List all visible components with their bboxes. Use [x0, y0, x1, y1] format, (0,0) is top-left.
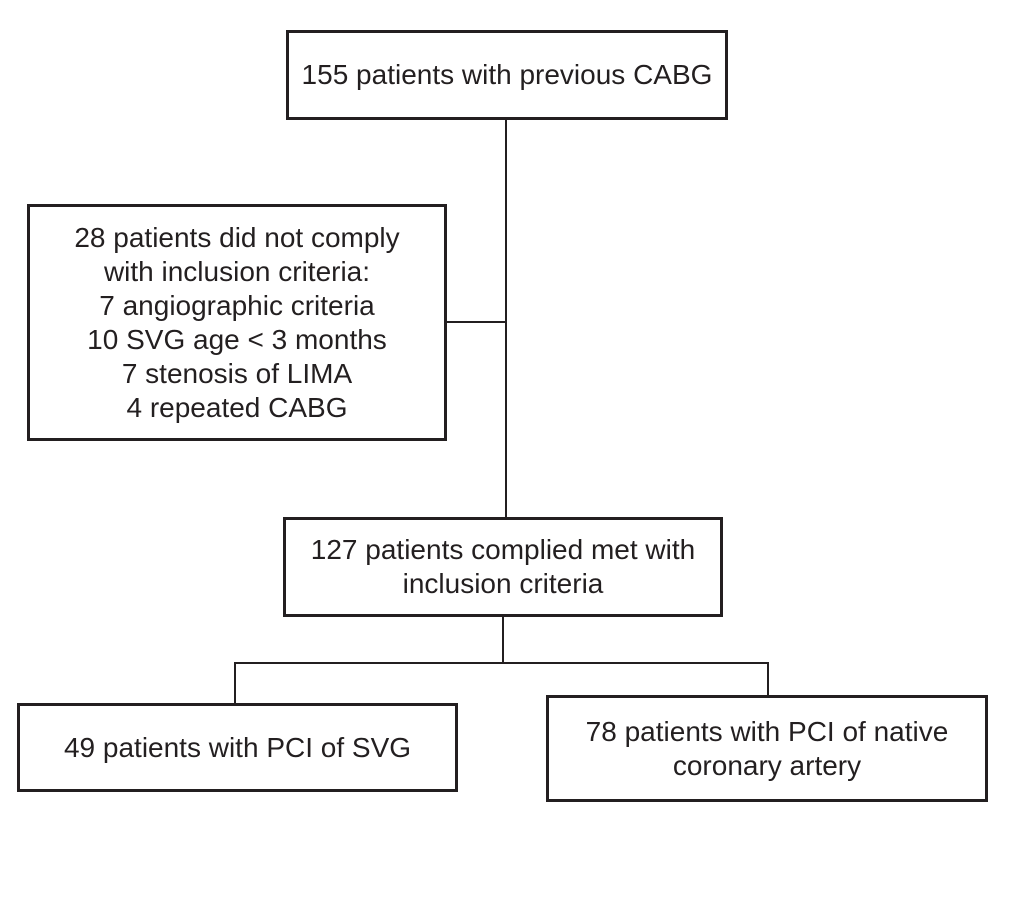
connector-exclusion-join: [447, 321, 505, 323]
exclusion-line: with inclusion criteria:: [103, 255, 371, 287]
node-total-patients: 155 patients with previous CABG: [286, 30, 728, 120]
node-included-patients: 127 patients complied met with inclusion…: [283, 517, 723, 617]
connector-drop-right: [767, 662, 769, 696]
exclusion-line: 7 angiographic criteria: [99, 289, 375, 321]
node-pci-svg-group: 49 patients with PCI of SVG: [17, 703, 458, 792]
node-pci-svg-label: 49 patients with PCI of SVG: [63, 731, 412, 763]
node-excluded-patients: 28 patients did not comply with inclusio…: [27, 204, 447, 441]
connector-branch-horizontal: [234, 662, 769, 664]
exclusion-line: 10 SVG age < 3 months: [87, 323, 387, 355]
exclusion-line: 7 stenosis of LIMA: [121, 357, 353, 389]
pci-native-line: coronary artery: [672, 749, 862, 781]
connector-top-to-middle: [505, 119, 507, 518]
pci-native-line: 78 patients with PCI of native: [585, 715, 949, 747]
included-line: inclusion criteria: [402, 568, 604, 599]
included-line: 127 patients complied met with: [310, 534, 696, 565]
exclusion-line: 28 patients did not comply: [74, 221, 400, 253]
node-total-patients-label: 155 patients with previous CABG: [301, 59, 713, 90]
connector-middle-stem: [502, 616, 504, 664]
connector-drop-left: [234, 662, 236, 704]
node-pci-native-group: 78 patients with PCI of native coronary …: [546, 695, 988, 802]
exclusion-line: 4 repeated CABG: [126, 391, 348, 423]
